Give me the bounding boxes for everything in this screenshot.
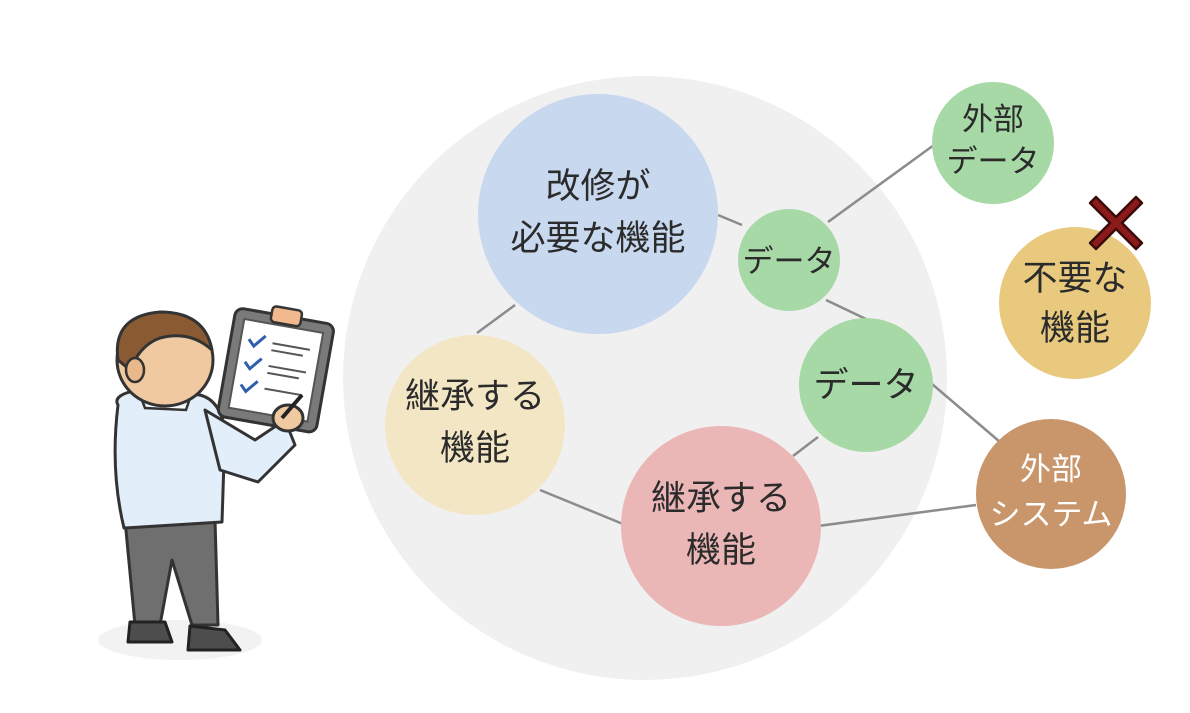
node-inherit-main-label-1: 継承する bbox=[651, 479, 791, 519]
node-data-lower: データ bbox=[799, 318, 933, 452]
node-external-system-label-1: 外部 bbox=[1020, 452, 1082, 488]
connector-data-external-system bbox=[931, 383, 1001, 443]
node-data-upper: データ bbox=[738, 209, 840, 311]
person-with-clipboard-icon bbox=[98, 305, 335, 660]
node-data-lower-circle bbox=[799, 318, 933, 452]
x-mark-icon bbox=[1088, 195, 1144, 251]
node-inherit-left: 継承する 機能 bbox=[385, 335, 565, 515]
connector-modify-data bbox=[717, 213, 743, 227]
node-inherit-main: 継承する 機能 bbox=[621, 426, 821, 626]
node-unneeded: 不要な 機能 bbox=[999, 227, 1151, 379]
node-modify-label-1: 改修が bbox=[545, 167, 650, 207]
node-external-data-circle bbox=[932, 82, 1054, 204]
node-modify-circle bbox=[478, 94, 718, 334]
connector-data-external-data bbox=[827, 143, 935, 224]
connector-modify-left bbox=[476, 303, 516, 335]
node-inherit-left-circle bbox=[385, 335, 565, 515]
node-data-upper-circle bbox=[738, 209, 840, 311]
node-inherit-left-label-2: 機能 bbox=[440, 429, 510, 469]
node-external-data-label-1: 外部 bbox=[962, 102, 1024, 138]
node-data-upper-label: データ bbox=[743, 244, 836, 280]
node-external-data-label-2: データ bbox=[947, 144, 1040, 180]
connector-data-inherit bbox=[792, 436, 819, 457]
node-unneeded-label-1: 不要な bbox=[1022, 259, 1127, 299]
connector-inherit-external-system bbox=[817, 503, 977, 528]
node-external-system-circle bbox=[976, 419, 1126, 569]
node-external-data: 外部 データ bbox=[932, 82, 1054, 204]
node-unneeded-circle bbox=[999, 227, 1151, 379]
node-modify-label-2: 必要な機能 bbox=[510, 219, 685, 259]
node-data-lower-label: データ bbox=[813, 366, 918, 406]
node-inherit-main-circle bbox=[621, 426, 821, 626]
connector-data-data bbox=[825, 298, 869, 322]
node-inherit-main-label-2: 機能 bbox=[686, 531, 756, 571]
connector-left-inherit bbox=[539, 488, 624, 526]
connectors bbox=[476, 143, 1001, 528]
node-unneeded-label-2: 機能 bbox=[1040, 309, 1110, 349]
node-modify: 改修が 必要な機能 bbox=[478, 94, 718, 334]
node-external-system: 外部 システム bbox=[976, 419, 1126, 569]
node-external-system-label-2: システム bbox=[989, 497, 1112, 533]
node-inherit-left-label-1: 継承する bbox=[405, 377, 545, 417]
